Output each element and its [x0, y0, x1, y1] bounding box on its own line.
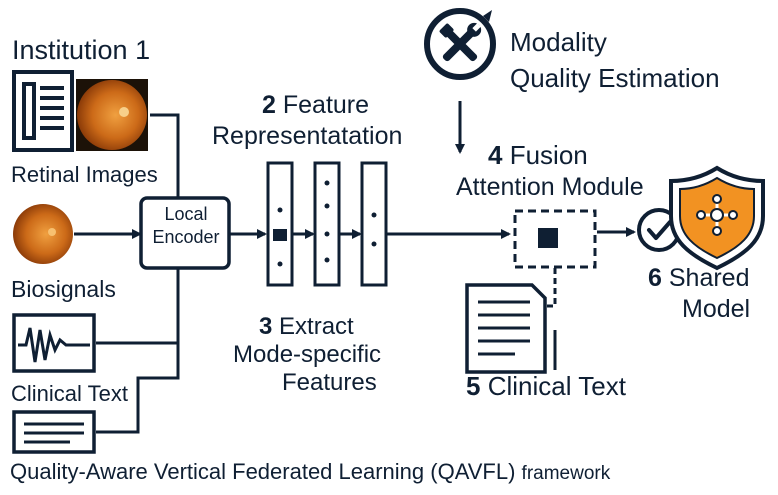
step6-line2: Model: [682, 295, 751, 323]
retinal-images-label: Retinal Images: [11, 162, 158, 187]
footer-caption: Quality-Aware Vertical Federated Learnin…: [10, 460, 610, 484]
clinical-text-label: Clinical Text: [11, 381, 128, 406]
step5-label: Clinical Text: [487, 371, 626, 401]
fusion-attention-box: [513, 209, 597, 269]
retina-circle-icon: [13, 204, 73, 264]
clinical-text-connector: [542, 268, 557, 308]
step2-heading: 2 Feature: [262, 92, 369, 118]
local-encoder-label: Local Encoder: [143, 203, 229, 248]
step2-line1: Feature: [282, 91, 370, 119]
local-encoder-line2: Encoder: [152, 226, 220, 247]
check-circle-icon: [637, 208, 681, 252]
step3-number: 3: [259, 313, 273, 340]
institution-title: Institution 1: [12, 35, 151, 65]
step4-line2: Attention Module: [456, 173, 644, 201]
waveform-icon: [12, 313, 96, 373]
modality-line1: Modality: [510, 27, 607, 57]
input-connectors: [74, 113, 180, 434]
step3-line2: Mode-specific: [233, 341, 382, 368]
retinal-image: [76, 79, 148, 151]
step4-number: 4: [488, 140, 503, 170]
footer-suffix: framework: [521, 463, 611, 484]
step3-line3: Features: [282, 369, 377, 396]
step2-number: 2: [262, 91, 276, 119]
tools-icon: [424, 8, 496, 80]
step6-heading: 6 Shared: [648, 265, 749, 291]
step3-heading: 3 Extract: [259, 314, 354, 339]
local-encoder-line1: Local: [164, 204, 208, 224]
feature-columns: [266, 161, 388, 287]
footer-main: Quality-Aware Vertical Federated Learnin…: [10, 459, 516, 484]
step2-line2: Representatation: [212, 122, 403, 150]
clinical-document-icon: [465, 283, 547, 374]
step6-number: 6: [648, 264, 662, 292]
step3-line1: Extract: [279, 313, 354, 340]
shield-icon: [669, 165, 765, 271]
step5-heading: 5 Clinical Text: [466, 371, 626, 401]
step5-number: 5: [466, 371, 481, 401]
modality-line2: Quality Estimation: [510, 63, 720, 93]
step4-line1: Fusion: [509, 140, 588, 170]
text-box-icon: [12, 410, 96, 454]
step6-line1: Shared: [668, 264, 750, 292]
document-icon: [12, 70, 74, 152]
biosignals-label: Biosignals: [11, 276, 116, 302]
step4-heading: 4 Fusion: [488, 140, 588, 170]
